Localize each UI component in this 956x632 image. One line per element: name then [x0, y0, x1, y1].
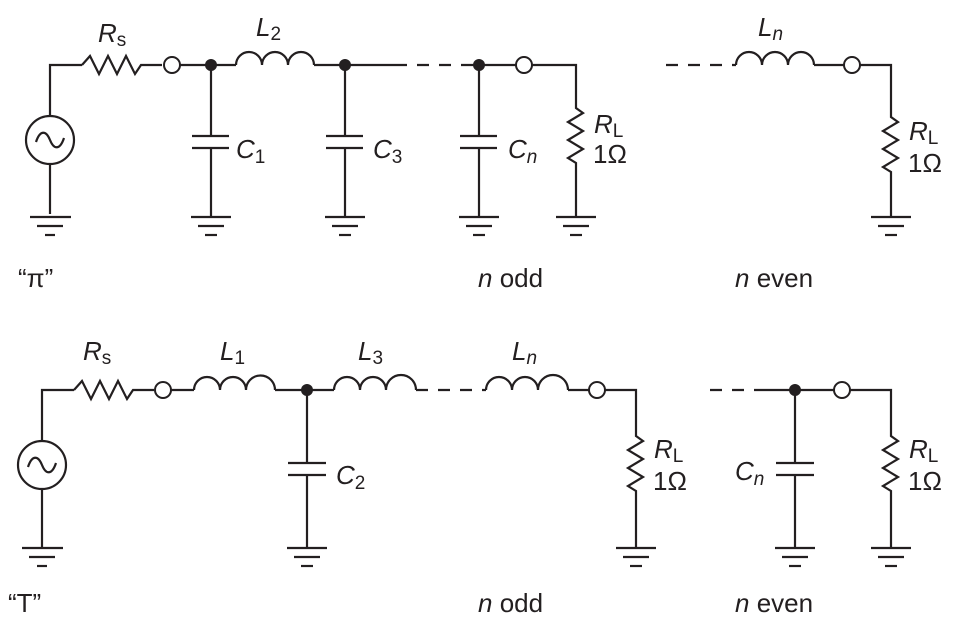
label-rs-t: Rs: [83, 336, 111, 369]
t-network: Rs L1 C2 L3 Ln: [8, 336, 942, 618]
input-terminal-t: [154, 381, 172, 399]
caption-t-even: n even: [735, 588, 813, 618]
label-c1: C1: [236, 134, 265, 168]
label-rl-pi-odd: RL: [594, 109, 623, 142]
value-rl-pi-odd: 1Ω: [593, 139, 627, 169]
load-resistor-t-odd: [605, 388, 656, 568]
label-ln-t: Ln: [512, 336, 537, 369]
capacitor-c1: [191, 65, 231, 237]
caption-t: “T”: [8, 588, 41, 618]
inductor-ln-t: [484, 373, 589, 392]
caption-pi: “π”: [18, 263, 53, 293]
label-rs-pi: Rs: [98, 18, 126, 51]
label-l3: L3: [358, 336, 383, 369]
caption-t-odd: n odd: [478, 588, 543, 618]
inductor-l3: [332, 373, 418, 391]
ground-icon: [22, 546, 63, 568]
inductor-ln-pi-even: [734, 50, 844, 67]
label-l1: L1: [220, 336, 245, 369]
label-ln-pi-even: Ln: [758, 12, 783, 45]
inductor-l1: [192, 374, 334, 392]
capacitor-c2: [287, 390, 327, 568]
label-c3: C3: [373, 134, 402, 168]
input-terminal-pi: [163, 56, 181, 74]
ground-icon: [30, 215, 71, 237]
capacitor-cn-pi: [459, 65, 499, 237]
label-c2: C2: [336, 460, 365, 494]
capacitor-c3: [325, 65, 365, 237]
ac-source-pi: [24, 63, 82, 214]
value-rl-pi-even: 1Ω: [908, 148, 942, 178]
label-rl-t-even: RL: [909, 434, 938, 467]
pi-network: Rs C1 L2 C3: [18, 12, 942, 293]
output-terminal-t-even: [833, 381, 851, 399]
capacitor-cn-t-even: [775, 390, 815, 568]
caption-pi-even: n even: [735, 263, 813, 293]
output-terminal-pi-odd: [515, 56, 533, 74]
label-l2: L2: [256, 12, 281, 45]
label-cn-pi: Cn: [508, 134, 537, 168]
value-rl-t-odd: 1Ω: [653, 466, 687, 496]
load-resistor-pi-even: [860, 63, 911, 237]
inductor-l2: [234, 50, 395, 67]
output-terminal-t-odd: [588, 381, 606, 399]
caption-pi-odd: n odd: [478, 263, 543, 293]
resistor-rs-t: [73, 378, 154, 402]
value-rl-t-even: 1Ω: [908, 466, 942, 496]
ac-source-t: [16, 388, 74, 548]
label-rl-t-odd: RL: [654, 434, 683, 467]
load-resistor-pi-odd: [532, 63, 596, 237]
resistor-rs-pi: [81, 53, 162, 77]
output-terminal-pi-even: [843, 56, 861, 74]
label-rl-pi-even: RL: [909, 116, 938, 149]
label-cn-t-even: Cn: [735, 456, 764, 490]
load-resistor-t-even: [850, 388, 911, 568]
